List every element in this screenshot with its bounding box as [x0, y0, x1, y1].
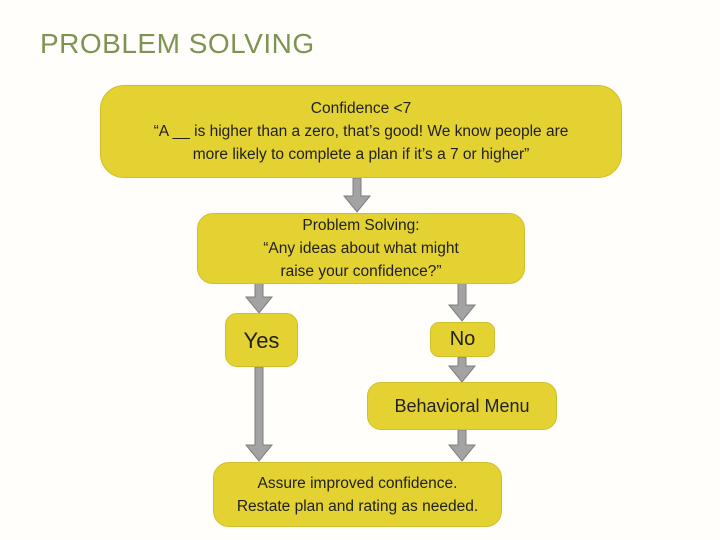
node-problem-solving-line: raise your confidence?”	[280, 263, 442, 280]
node-confidence-line: “A __ is higher than a zero, that’s good…	[153, 123, 569, 140]
page-title: PROBLEM SOLVING	[40, 28, 315, 59]
down-arrow-icon	[244, 282, 274, 314]
node-problem-solving: Problem Solving: “Any ideas about what m…	[197, 213, 525, 284]
down-arrow-icon	[447, 429, 477, 462]
down-arrow-icon	[447, 356, 477, 383]
node-confidence-line: Confidence <7	[310, 100, 412, 117]
node-confidence: Confidence <7 “A __ is higher than a zer…	[100, 85, 622, 178]
down-arrow-icon	[244, 366, 274, 462]
node-assurance-line: Assure improved confidence.	[257, 474, 458, 492]
node-assurance: Assure improved confidence. Restate plan…	[213, 462, 502, 527]
node-assurance-line: Restate plan and rating as needed.	[236, 497, 479, 515]
node-confidence-line: more likely to complete a plan if it’s a…	[192, 146, 530, 163]
node-problem-solving-line: “Any ideas about what might	[263, 240, 459, 257]
down-arrow-icon	[342, 177, 372, 213]
down-arrow-icon	[447, 282, 477, 322]
node-yes: Yes	[225, 313, 298, 367]
node-problem-solving-line: Problem Solving:	[302, 217, 420, 234]
node-behavioral-menu: Behavioral Menu	[367, 382, 557, 430]
node-no: No	[430, 322, 495, 357]
